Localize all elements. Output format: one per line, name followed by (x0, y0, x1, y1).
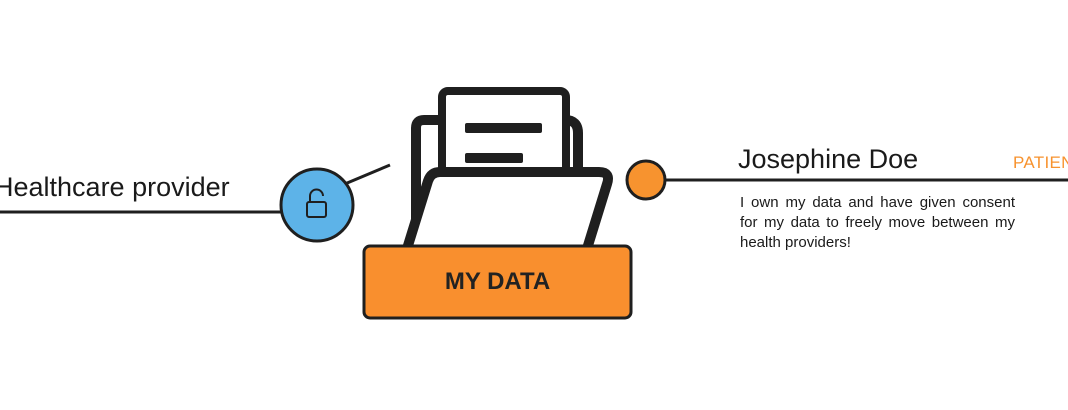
provider-to-folder-line (339, 163, 391, 188)
patient-name: Josephine Doe (738, 144, 919, 174)
provider-node (279, 167, 355, 243)
patient-node (625, 159, 667, 201)
my-data-tray (362, 244, 633, 320)
patient-role-label: PATIENT (1013, 153, 1068, 172)
patient-statement: I own my data and have given consent for… (740, 194, 1015, 251)
padlock-icon (306, 188, 327, 218)
tray-label: MY DATA (444, 268, 551, 295)
provider-label: Healthcare provider (0, 172, 230, 202)
folder-icon (401, 87, 613, 257)
